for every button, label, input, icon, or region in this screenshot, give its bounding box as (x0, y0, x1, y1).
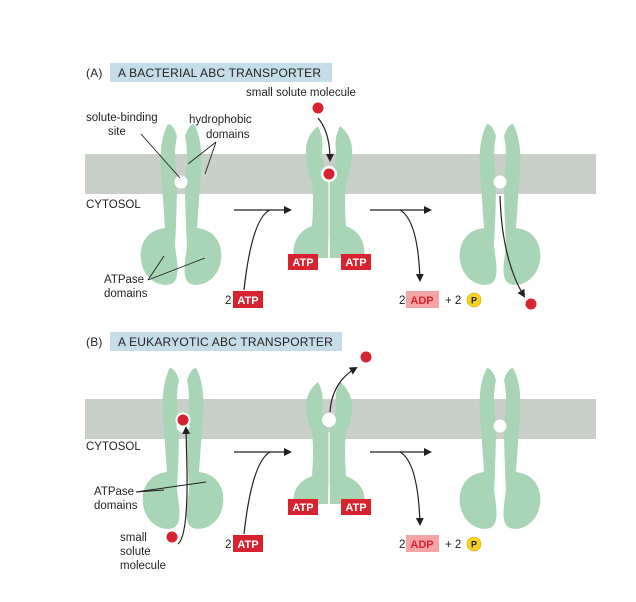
label-atpase-a: ATPase (104, 274, 144, 286)
label-small: small (120, 532, 147, 544)
pointer-atpase-right-a (147, 257, 206, 281)
atp-label-b-right: ATP (345, 502, 366, 514)
atp-count-a: 2 (225, 295, 231, 307)
label-solute-binding: solute-binding (86, 112, 158, 124)
arrow-solute-in-b (177, 426, 191, 545)
label-hydrophobic: hydrophobic (189, 114, 252, 126)
adp-output-box-a (406, 291, 439, 308)
adp-count-b: 2 (399, 539, 405, 551)
atp-box-a-right (341, 254, 371, 270)
transporter-a1-inward-open (140, 124, 222, 285)
label-solute: solute (120, 546, 151, 558)
atp-input-label-b: ATP (237, 539, 258, 551)
atp-input-box-b (233, 535, 263, 552)
panel-a: (A) A BACTERIAL ABC TRANSPORTER CYTOSOL … (85, 63, 596, 310)
adp-output-label-a: ADP (410, 295, 433, 307)
panel-b-title-box (110, 332, 342, 351)
label-molecule: molecule (120, 560, 166, 572)
phosphate-circle-b (466, 536, 482, 552)
panel-b-title: A EUKARYOTIC ABC TRANSPORTER (118, 335, 333, 349)
adp-count-a: 2 (399, 295, 405, 307)
arrow-solute-out-b (329, 366, 358, 413)
atp-box-b-right (341, 499, 371, 515)
pointer-hydrophobic-right (204, 141, 217, 175)
transporter-b2-outward-open (293, 382, 365, 504)
label-site: site (108, 126, 126, 138)
panel-b-letter: (B) (86, 335, 103, 349)
arrow-atp-in-b (243, 451, 271, 535)
label-atpase-b: ATPase (94, 486, 134, 498)
atp-box-a-left (288, 254, 318, 270)
pointer-hydrophobic-left (187, 141, 217, 165)
panel-a-letter: (A) (86, 66, 103, 80)
phosphate-label-b: P (471, 540, 477, 550)
label-atpase-domains-b: domains (94, 500, 138, 512)
phosphate-count-b: + 2 (445, 539, 461, 551)
solute-incoming-a (312, 102, 324, 114)
solute-released-b (360, 351, 372, 363)
atp-input-label-a: ATP (237, 295, 258, 307)
cytosol-label-b: CYTOSOL (86, 441, 141, 453)
adp-output-label-b: ADP (410, 539, 433, 551)
phosphate-count-a: + 2 (445, 295, 461, 307)
panel-b: (B) A EUKARYOTIC ABC TRANSPORTER CYTOSOL… (85, 332, 596, 572)
phosphate-circle-a (466, 292, 482, 308)
arrow-solute-in-a (317, 117, 334, 162)
solute-bound-a (323, 168, 335, 180)
pointer-binding-site (140, 133, 181, 179)
atp-box-b-left (288, 499, 318, 515)
adp-output-box-b (406, 535, 439, 552)
solute-incoming-b (166, 531, 178, 543)
pointer-atpase-right-b (135, 481, 207, 493)
panel-a-title: A BACTERIAL ABC TRANSPORTER (118, 66, 321, 80)
panel-a-title-box (110, 63, 332, 82)
atp-label-a-left: ATP (292, 257, 313, 269)
transporter-a2-outward-open (293, 126, 365, 258)
arrow-solute-out-a (499, 195, 526, 298)
atp-label-b-left: ATP (292, 502, 313, 514)
pointer-atpase-left-a (147, 255, 165, 281)
arrow-adp-out-a (399, 209, 424, 282)
transporter-b3-inward-open (459, 368, 541, 529)
phosphate-label-a: P (471, 296, 477, 306)
label-atpase-domains-a: domains (104, 288, 148, 300)
arrow-atp-in-a (243, 209, 271, 291)
label-small-solute-molecule: small solute molecule (246, 87, 356, 99)
atp-count-b: 2 (225, 539, 231, 551)
transporter-b1-inward-open (142, 368, 224, 529)
atp-input-box-a (233, 291, 263, 308)
arrow-adp-out-b (399, 451, 424, 526)
atp-label-a-right: ATP (345, 257, 366, 269)
solute-bound-b (177, 414, 189, 426)
label-hydrophobic-domains: domains (206, 129, 250, 141)
cytosol-label-a: CYTOSOL (86, 199, 141, 211)
solute-released-a (525, 298, 537, 310)
